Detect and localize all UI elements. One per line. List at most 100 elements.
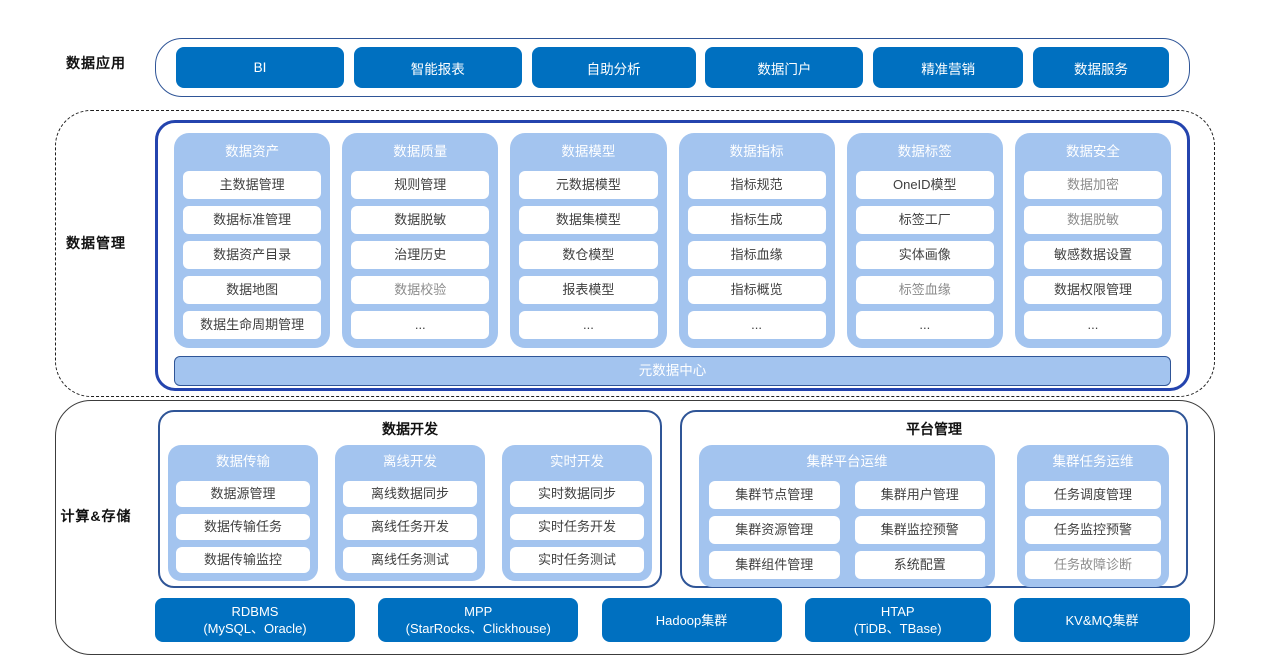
module-cell: 集群组件管理 (709, 551, 840, 579)
module-cell: 标签血缘 (855, 276, 994, 304)
metadata-center-bar: 元数据中心 (174, 356, 1171, 386)
module-cell-more: ... (1023, 311, 1163, 339)
management-column-data-tags: 数据标签 OneID模型 标签工厂 实体画像 标签血缘 ... (846, 133, 1003, 348)
dev-columns: 数据传输 数据源管理 数据传输任务 数据传输监控 离线开发 离线数据同步 离线任… (160, 445, 660, 581)
module-cell: 标签工厂 (855, 206, 994, 234)
storage-name: Hadoop集群 (655, 612, 728, 628)
panel-title-platform-management: 平台管理 (906, 421, 962, 437)
module-cell: 离线任务开发 (343, 514, 477, 540)
module-cell: 数据校验 (351, 276, 490, 304)
module-cell: 实时数据同步 (510, 481, 644, 507)
storage-box-htap: HTAP (TiDB、TBase) (804, 598, 991, 642)
dev-column-realtime-dev: 实时开发 实时数据同步 实时任务开发 实时任务测试 (502, 445, 652, 581)
column-title: 数据传输 (216, 454, 270, 469)
module-cell-more: ... (855, 311, 994, 339)
management-column-data-quality: 数据质量 规则管理 数据脱敏 治理历史 数据校验 ... (342, 133, 499, 348)
dev-column-data-transfer: 数据传输 数据源管理 数据传输任务 数据传输监控 (168, 445, 318, 581)
storage-name: HTAP (880, 604, 915, 619)
cluster-platform-ops-column: 集群平台运维 集群节点管理 集群用户管理 集群资源管理 集群监控预警 集群组件管… (699, 445, 995, 587)
storage-name: RDBMS (231, 604, 279, 619)
column-title: 数据安全 (1065, 144, 1120, 159)
column-title: 集群平台运维 (806, 454, 888, 469)
column-title: 集群任务运维 (1052, 454, 1134, 469)
app-item-bi: BI (176, 47, 344, 88)
management-column-data-metrics: 数据指标 指标规范 指标生成 指标血缘 指标概览 ... (678, 133, 835, 348)
module-cell: 任务调度管理 (1025, 481, 1161, 509)
storage-engines-row: RDBMS (MySQL、Oracle) MPP (StarRocks、Clic… (155, 598, 1190, 642)
column-title: 离线开发 (383, 454, 437, 469)
module-cell: 治理历史 (351, 241, 490, 269)
app-item-data-portal: 数据门户 (705, 47, 864, 88)
data-development-panel: 数据开发 数据传输 数据源管理 数据传输任务 数据传输监控 离线开发 离线数据同… (158, 410, 662, 588)
module-cell: 实时任务测试 (510, 547, 644, 573)
module-cell: 数据加密 (1023, 171, 1163, 199)
storage-name: MPP (464, 604, 493, 619)
section-label-compute-storage: 计算&存储 (60, 508, 132, 524)
storage-name: KV&MQ集群 (1065, 612, 1139, 628)
module-cell: 报表模型 (519, 276, 658, 304)
app-item-smart-report: 智能报表 (353, 47, 522, 88)
column-title: 数据指标 (729, 144, 784, 159)
module-cell: 离线数据同步 (343, 481, 477, 507)
storage-box-kv-mq: KV&MQ集群 (1014, 598, 1190, 642)
module-cell: OneID模型 (855, 171, 994, 199)
module-cell: 主数据管理 (183, 171, 322, 199)
management-column-data-security: 数据安全 数据加密 数据脱敏 敏感数据设置 数据权限管理 ... (1014, 133, 1172, 348)
column-title: 数据标签 (897, 144, 952, 159)
module-cell: 数据标准管理 (183, 206, 322, 234)
module-cell: 数据脱敏 (1023, 206, 1163, 234)
column-title: 实时开发 (550, 454, 604, 469)
module-cell-more: ... (351, 311, 490, 339)
module-cell: 任务故障诊断 (1025, 551, 1161, 579)
app-item-self-analysis: 自助分析 (531, 47, 696, 88)
module-cell: 数据权限管理 (1023, 276, 1163, 304)
module-cell: 集群资源管理 (709, 516, 840, 544)
compute-storage-container (55, 400, 1215, 655)
platform-columns: 集群平台运维 集群节点管理 集群用户管理 集群资源管理 集群监控预警 集群组件管… (682, 445, 1186, 587)
column-title: 数据资产 (225, 144, 280, 159)
storage-box-mpp: MPP (StarRocks、Clickhouse) (378, 598, 579, 642)
column-title: 数据质量 (393, 144, 448, 159)
module-cell: 数仓模型 (519, 241, 658, 269)
management-column-data-assets: 数据资产 主数据管理 数据标准管理 数据资产目录 数据地图 数据生命周期管理 (174, 133, 331, 348)
storage-detail: (MySQL、Oracle) (203, 621, 307, 636)
module-cell: 数据地图 (183, 276, 322, 304)
module-cell: 指标生成 (687, 206, 826, 234)
module-cell: 数据集模型 (519, 206, 658, 234)
module-cell: 规则管理 (351, 171, 490, 199)
module-cell: 数据源管理 (176, 481, 310, 507)
module-cell: 集群节点管理 (709, 481, 840, 509)
module-cell: 集群用户管理 (854, 481, 985, 509)
module-cell: 任务监控预警 (1025, 516, 1161, 544)
module-cell: 数据资产目录 (183, 241, 322, 269)
panel-title-data-development: 数据开发 (382, 421, 438, 437)
module-cell: 数据脱敏 (351, 206, 490, 234)
module-cell: 数据传输任务 (176, 514, 310, 540)
platform-management-panel: 平台管理 集群平台运维 集群节点管理 集群用户管理 集群资源管理 集群监控预警 … (680, 410, 1188, 588)
module-cell: 元数据模型 (519, 171, 658, 199)
storage-box-rdbms: RDBMS (MySQL、Oracle) (155, 598, 355, 642)
app-item-precision-marketing: 精准营销 (873, 47, 1024, 88)
storage-detail: (TiDB、TBase) (853, 621, 942, 636)
section-label-data-management: 数据管理 (66, 235, 126, 251)
module-cell: 集群监控预警 (854, 516, 985, 544)
module-cell-more: ... (687, 311, 826, 339)
storage-box-hadoop: Hadoop集群 (601, 598, 782, 642)
app-item-data-service: 数据服务 (1032, 47, 1169, 88)
module-cell: 敏感数据设置 (1023, 241, 1163, 269)
module-cell: 数据传输监控 (176, 547, 310, 573)
module-cell: 指标规范 (687, 171, 826, 199)
dev-column-offline-dev: 离线开发 离线数据同步 离线任务开发 离线任务测试 (335, 445, 485, 581)
cluster-task-ops-column: 集群任务运维 任务调度管理 任务监控预警 任务故障诊断 (1017, 445, 1169, 587)
section-label-data-applications: 数据应用 (66, 55, 126, 71)
module-cell: 指标概览 (687, 276, 826, 304)
module-cell: 离线任务测试 (343, 547, 477, 573)
module-cell: 数据生命周期管理 (183, 311, 322, 339)
management-columns: 数据资产 主数据管理 数据标准管理 数据资产目录 数据地图 数据生命周期管理 数… (174, 133, 1172, 348)
storage-detail: (StarRocks、Clickhouse) (405, 621, 551, 636)
column-title: 数据模型 (561, 144, 616, 159)
ops-grid: 集群节点管理 集群用户管理 集群资源管理 集群监控预警 集群组件管理 系统配置 (709, 474, 985, 579)
module-cell: 实体画像 (855, 241, 994, 269)
management-column-data-model: 数据模型 元数据模型 数据集模型 数仓模型 报表模型 ... (510, 133, 667, 348)
